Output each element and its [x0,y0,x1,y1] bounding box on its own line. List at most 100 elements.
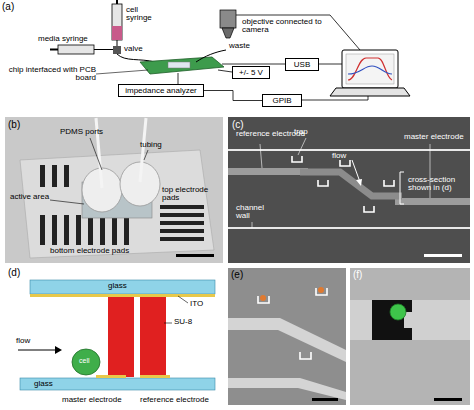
electrode-pad [160,237,204,241]
trap [340,160,350,166]
channel-wall [228,227,470,229]
syringe-plunger [116,0,118,4]
cell [260,295,266,301]
panel-letter: (b) [8,120,32,131]
instrument-box: +/- 5 V [232,66,270,79]
annotation-label: flow [16,337,46,345]
box-label: +/- 5 V [239,68,263,77]
trap [292,156,302,162]
leader-line [298,138,306,155]
photo-background [5,117,223,263]
electrode-pad [124,215,129,245]
trap [384,180,394,186]
electrode-pad [40,215,45,245]
electrode-pad [112,215,117,245]
electrode-pad [160,205,204,209]
objective-lens [220,10,236,28]
pcb-board [140,57,224,74]
device-photo [5,117,223,263]
bracket [400,172,404,204]
scale-bar [424,254,462,257]
impedance-trace [348,66,392,74]
scale-bar [434,398,462,401]
leader-line [90,138,102,170]
panel-letter: (f) [353,270,377,281]
panel-letter: (c) [232,120,256,131]
annotation-label: waste [229,42,263,50]
annotation-label: bottom electrode pads [50,247,160,255]
electrode [228,318,346,362]
tubing [140,118,146,182]
channel-wall [228,149,470,151]
electrode-pad [160,221,204,225]
laptop-base [330,88,410,96]
annotation-label: flow [332,152,362,160]
micrograph-background [350,268,470,405]
leader-line [252,222,253,228]
annotation-label: valve [124,45,154,53]
annotation-label: reference electrode [140,396,220,404]
trap-group [258,288,327,359]
trap [372,300,412,340]
valve-symbol [113,46,121,54]
arrow-head [55,346,62,354]
cell-suspension [112,26,122,40]
micrograph-background [228,268,346,405]
waste-tube [196,50,226,62]
instrument-box: USB [285,58,319,71]
annotation-label: glass [108,282,148,290]
annotation-label: SU-8 [174,318,204,326]
instrument-box: impedance analyzer [118,84,204,97]
wire [222,64,285,65]
screen-area [346,54,394,84]
annotation-label: active area [10,193,52,201]
annotation-label: top electrode pads [162,186,218,203]
electrode-pad [160,213,204,217]
panel-letter: (d) [8,268,32,279]
camera-wire [236,15,360,50]
electrode-pad [52,215,57,245]
ito-layer [30,294,215,297]
electrode-pad [160,229,204,233]
chip [168,62,190,68]
micrograph [350,268,470,405]
channel [350,300,470,340]
annotation-label: cell syringe [126,6,162,23]
cell-syringe [112,4,122,40]
cross-section [18,280,215,390]
electrode-pad [40,165,45,187]
top-electrode-pads [160,205,204,241]
annotation-label: objective connected to camera [242,18,322,35]
media-syringe [58,45,94,54]
electrode [96,375,126,378]
annotation-label: master electrode [62,396,134,404]
laptop-screen [342,50,398,88]
leader-line [96,70,148,74]
cable-connector [204,91,262,101]
annotation-label: trap [294,128,324,136]
electrode [228,378,346,400]
electrode-pad [76,215,81,245]
trap [300,352,311,359]
instrument-box: GPIB [262,94,302,107]
annotation-label: channel wall [236,204,276,221]
cell [318,287,324,293]
su8-wall [108,297,134,377]
micrograph-background [228,117,470,263]
electrode-pad [64,165,69,187]
objective-tip [222,28,234,38]
cell [390,304,406,320]
wire [218,70,232,72]
micrograph [228,268,346,405]
wire [178,73,179,84]
electrode-pad [52,165,57,187]
leader-line [178,296,188,303]
flow-arrow [352,160,360,182]
annotation-label: cell [79,357,99,364]
trap-group [292,156,394,212]
annotation-label: master electrode [404,133,470,141]
panel-letter: (a) [2,2,26,13]
impedance-trace [348,58,392,80]
